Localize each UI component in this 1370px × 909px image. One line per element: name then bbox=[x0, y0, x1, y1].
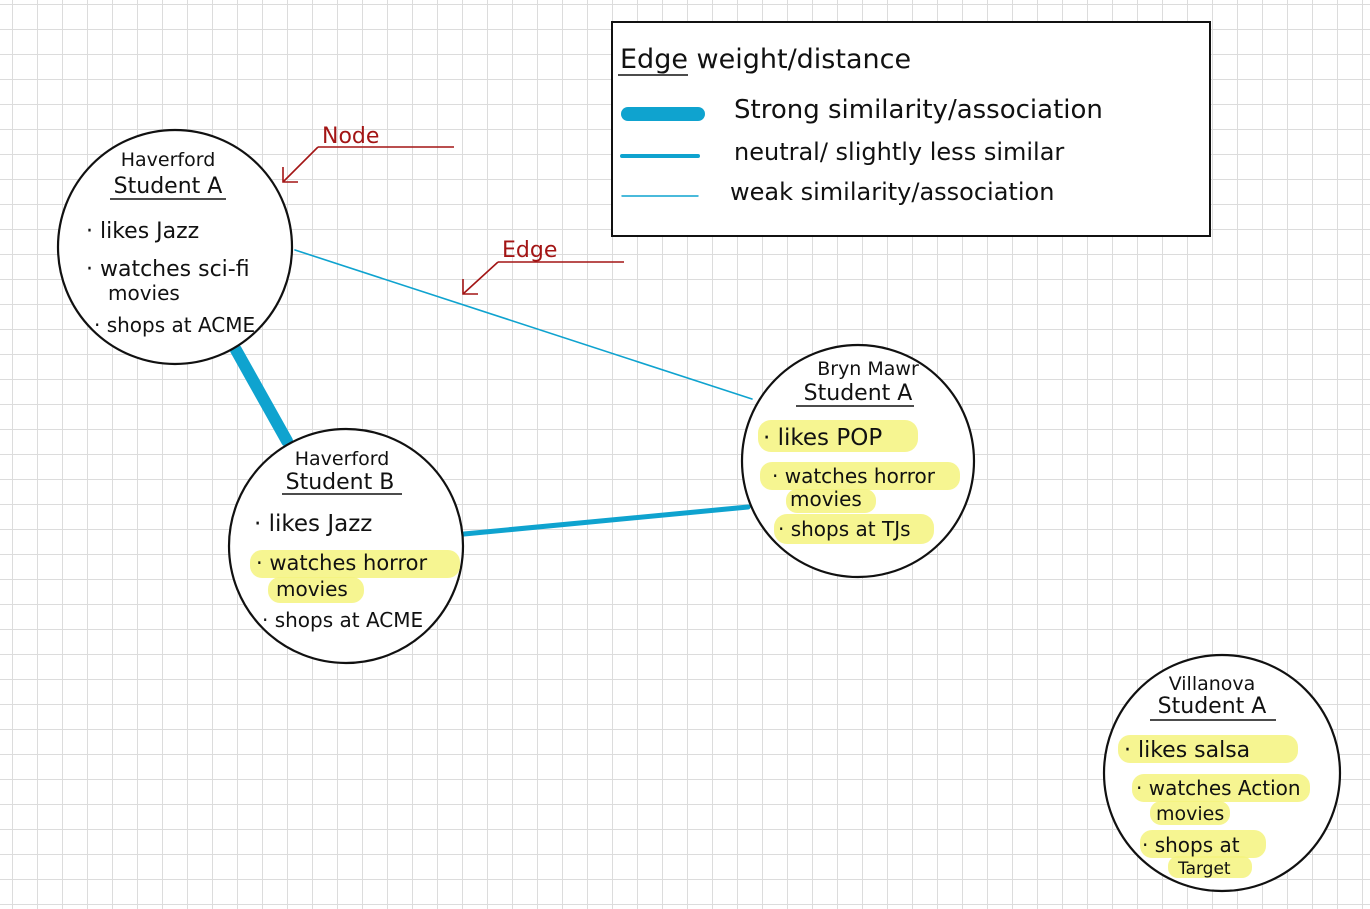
node-haverford-a: Haverford Student A · likes Jazz · watch… bbox=[56, 128, 294, 366]
edge-haverford-b-bryn-mawr-a bbox=[461, 504, 751, 537]
legend-frame bbox=[611, 21, 1211, 237]
legend-strong-label: Strong similarity/association bbox=[734, 95, 1103, 125]
edges bbox=[230, 249, 753, 537]
node-title-line1: Haverford bbox=[121, 149, 216, 171]
arrow-icon bbox=[282, 167, 298, 183]
node-item: · watches horror bbox=[256, 551, 427, 575]
edge-haverford-a-haverford-b bbox=[230, 344, 293, 447]
node-item: movies bbox=[108, 281, 180, 305]
edge-annotation: Edge bbox=[462, 238, 624, 295]
node-item: · likes salsa bbox=[1124, 738, 1250, 763]
node-item: · watches horror bbox=[772, 464, 936, 488]
node-title-line2: Student B bbox=[286, 470, 395, 495]
node-circle bbox=[56, 128, 294, 366]
node-item: · shops at ACME bbox=[262, 608, 423, 632]
legend-neutral-label: neutral/ slightly less similar bbox=[734, 138, 1064, 166]
node-item: · shops at ACME bbox=[94, 313, 255, 337]
node-item: · likes Jazz bbox=[86, 219, 199, 244]
node-item: movies bbox=[1156, 803, 1224, 825]
edge-annotation-arrow-shaft bbox=[462, 261, 499, 295]
node-item: · likes Jazz bbox=[254, 511, 372, 537]
node-title-line1: Haverford bbox=[295, 448, 390, 470]
highlight-mark bbox=[774, 514, 934, 544]
node-title-line2: Student A bbox=[114, 174, 223, 199]
edge-haverford-a-bryn-mawr-a bbox=[294, 249, 753, 400]
node-item: movies bbox=[276, 577, 348, 601]
legend-weak-label: weak similarity/association bbox=[730, 178, 1054, 206]
node-item: · shops at TJs bbox=[778, 517, 911, 541]
node-item: Target bbox=[1177, 859, 1231, 879]
highlight-mark bbox=[760, 462, 960, 490]
legend-title: Edge weight/distance bbox=[620, 44, 911, 75]
node-haverford-b: Haverford Student B · likes Jazz · watch… bbox=[227, 427, 465, 665]
edge-annotation-label: Edge bbox=[502, 238, 557, 263]
arrow-icon bbox=[462, 279, 478, 295]
highlight-mark bbox=[268, 577, 364, 603]
highlight-mark bbox=[1168, 856, 1252, 878]
legend: Edge weight/distance Strong similarity/a… bbox=[611, 21, 1211, 237]
node-item: · watches Action bbox=[1136, 776, 1301, 800]
node-annotation: Node bbox=[282, 124, 454, 183]
highlight-mark bbox=[1140, 830, 1266, 858]
highlight-mark bbox=[1118, 735, 1298, 763]
node-title-line2: Student A bbox=[1158, 694, 1267, 719]
highlight-mark bbox=[1132, 774, 1310, 802]
node-circle bbox=[227, 427, 465, 665]
node-title-line1: Villanova bbox=[1169, 673, 1256, 695]
highlight-mark bbox=[250, 550, 460, 578]
node-item: · watches sci-fi bbox=[86, 257, 250, 282]
node-item: movies bbox=[790, 487, 862, 511]
node-annotation-label: Node bbox=[322, 124, 379, 149]
node-title-line2: Student A bbox=[804, 381, 913, 406]
node-title-line1: Bryn Mawr bbox=[817, 358, 919, 380]
highlight-mark bbox=[758, 420, 918, 452]
node-bryn-mawr-a: Bryn Mawr Student A · likes POP · watche… bbox=[740, 343, 976, 579]
node-annotation-arrow-shaft bbox=[282, 146, 319, 183]
node-item: · shops at bbox=[1142, 833, 1240, 857]
node-villanova-a: Villanova Student A · likes salsa · watc… bbox=[1102, 653, 1342, 893]
highlight-mark bbox=[1150, 801, 1230, 825]
node-item: · likes POP bbox=[763, 425, 882, 451]
highlight-mark bbox=[786, 489, 876, 513]
